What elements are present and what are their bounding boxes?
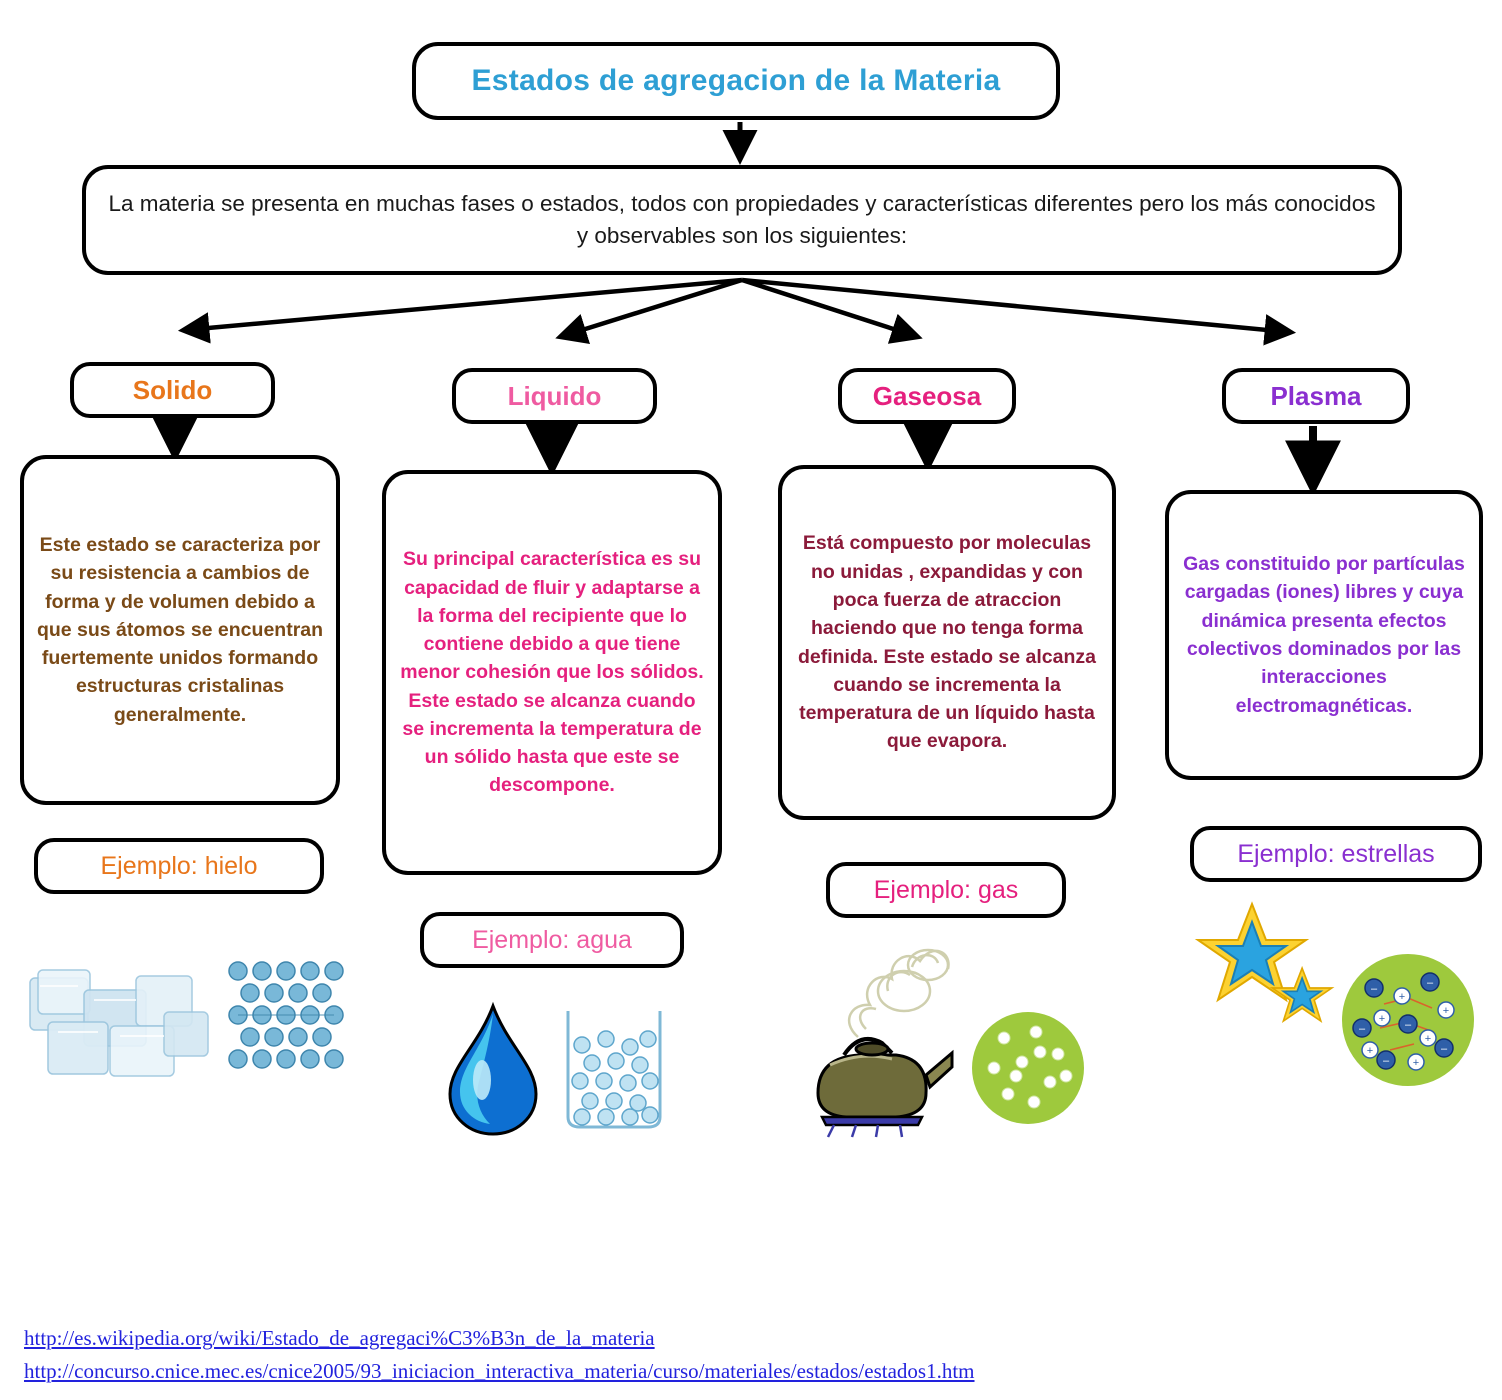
- state-header-plasma: Plasma: [1222, 368, 1410, 424]
- reference-links: http://es.wikipedia.org/wiki/Estado_de_a…: [24, 1322, 1324, 1387]
- beaker-with-particles-diagram: [550, 1005, 678, 1133]
- svg-text:+: +: [1413, 1057, 1419, 1069]
- plasma-ions-circle-diagram: – – – – – – + + + + + +: [1340, 952, 1476, 1088]
- example-label-plasma: Ejemplo: estrellas: [1237, 839, 1435, 868]
- description-text-plasma: Gas constituido por partículas cargadas …: [1183, 553, 1465, 717]
- state-description-liquido: Su principal característica es su capaci…: [382, 470, 722, 875]
- description-text-liquido: Su principal característica es su capaci…: [400, 548, 704, 797]
- example-box-liquido: Ejemplo: agua: [420, 912, 684, 968]
- example-box-solido: Ejemplo: hielo: [34, 838, 324, 894]
- example-label-solido: Ejemplo: hielo: [100, 851, 258, 880]
- state-header-liquido: Liquido: [452, 368, 657, 424]
- svg-text:–: –: [1405, 1019, 1412, 1031]
- reference-link-cnice[interactable]: http://concurso.cnice.mec.es/cnice2005/9…: [24, 1358, 975, 1383]
- svg-text:+: +: [1425, 1033, 1431, 1045]
- page-title: Estados de agregacion de la Materia: [471, 64, 1001, 97]
- example-box-gaseosa: Ejemplo: gas: [826, 862, 1066, 918]
- svg-text:–: –: [1427, 977, 1434, 989]
- svg-text:+: +: [1379, 1013, 1385, 1025]
- gas-particles-circle-diagram: [970, 1010, 1086, 1126]
- example-label-liquido: Ejemplo: agua: [472, 925, 632, 954]
- state-description-gaseosa: Está compuesto por moleculas no unidas ,…: [778, 465, 1116, 820]
- state-header-solido: Solido: [70, 362, 275, 418]
- svg-text:–: –: [1383, 1055, 1390, 1067]
- example-label-gaseosa: Ejemplo: gas: [873, 875, 1019, 904]
- svg-text:–: –: [1441, 1043, 1448, 1055]
- intro-box: La materia se presenta en muchas fases o…: [82, 165, 1402, 275]
- svg-text:+: +: [1443, 1005, 1449, 1017]
- svg-text:+: +: [1367, 1045, 1373, 1057]
- state-label-liquido: Liquido: [507, 380, 602, 411]
- state-label-gaseosa: Gaseosa: [872, 380, 982, 411]
- intro-text: La materia se presenta en muchas fases o…: [108, 191, 1376, 248]
- state-description-solido: Este estado se caracteriza por su resist…: [20, 455, 340, 805]
- reference-link-wikipedia[interactable]: http://es.wikipedia.org/wiki/Estado_de_a…: [24, 1326, 655, 1350]
- description-text-solido: Este estado se caracteriza por su resist…: [36, 534, 324, 726]
- svg-text:–: –: [1359, 1023, 1366, 1035]
- svg-text:+: +: [1399, 991, 1405, 1003]
- diagram-title-box: Estados de agregacion de la Materia: [412, 42, 1060, 120]
- solid-lattice-diagram: [222, 955, 354, 1083]
- state-label-plasma: Plasma: [1270, 380, 1362, 411]
- svg-text:–: –: [1371, 983, 1378, 995]
- state-header-gaseosa: Gaseosa: [838, 368, 1016, 424]
- example-box-plasma: Ejemplo: estrellas: [1190, 826, 1482, 882]
- ice-cubes-photo: [18, 960, 218, 1090]
- state-description-plasma: Gas constituido por partículas cargadas …: [1165, 490, 1483, 780]
- stars-icon: [1190, 900, 1350, 1040]
- description-text-gaseosa: Está compuesto por moleculas no unidas ,…: [797, 532, 1097, 753]
- water-drop-icon: [438, 1000, 548, 1140]
- steaming-kettle-illustration: [800, 925, 960, 1140]
- state-label-solido: Solido: [132, 374, 213, 405]
